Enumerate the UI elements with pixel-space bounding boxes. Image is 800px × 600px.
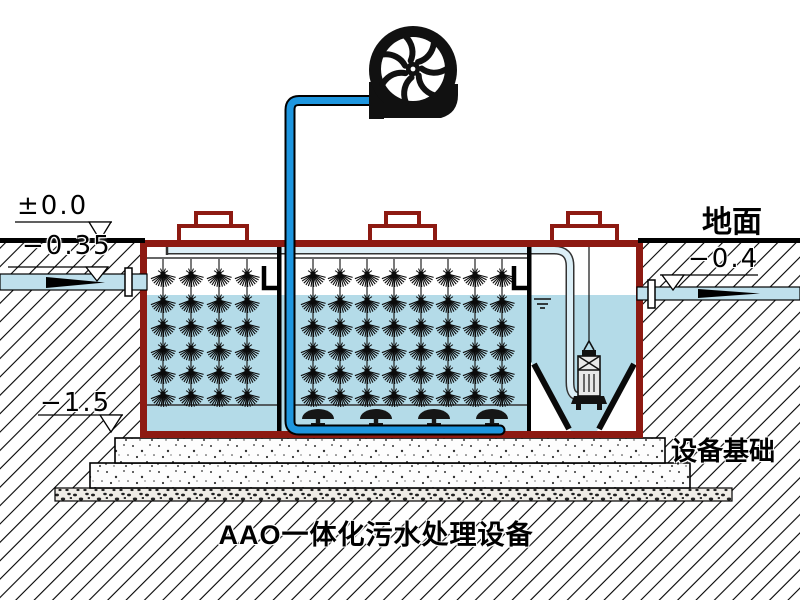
- clarifier-hopper: [531, 362, 637, 431]
- elevation-marker-icon: [15, 221, 113, 242]
- foundation-label: 设备基础: [671, 436, 776, 466]
- fan-wheel: [379, 32, 451, 106]
- partition-walls: [261, 244, 532, 431]
- ground-line: [0, 238, 800, 243]
- elevation-marker-icon: [38, 414, 124, 434]
- elevation-markers: [8, 221, 758, 434]
- biofilm-media-icon: [147, 257, 527, 408]
- elevation-bottom-label: −1.5: [40, 388, 112, 418]
- elevation-inlet-label: −0.35: [22, 231, 112, 261]
- air-pipe: [284, 95, 506, 436]
- elevation-outlet-label: −0.4: [688, 244, 760, 274]
- ground-label: 地面: [702, 206, 762, 239]
- page-title: AAO一体化污水处理设备: [218, 520, 534, 550]
- manhole-2: [368, 211, 437, 244]
- inlet-flange: [124, 267, 133, 297]
- manhole-1: [177, 211, 249, 244]
- outlet-pipe: [636, 279, 800, 309]
- inlet-pipe: [0, 267, 148, 297]
- submersible-pump-icon: [571, 246, 607, 410]
- weir-bracket-1: [261, 266, 277, 291]
- water-level-icon: [534, 298, 551, 309]
- elevation-ground-label: ±0.0: [17, 191, 89, 221]
- equipment-foundation: [54, 437, 733, 502]
- elevation-marker-icon: [660, 274, 758, 292]
- elevation-marker-icon: [8, 266, 110, 283]
- manhole-covers: [177, 211, 619, 244]
- air-diffuser-icon: [302, 409, 508, 426]
- weir-bracket-2: [511, 266, 527, 291]
- outlet-flange: [647, 279, 656, 309]
- manhole-3: [550, 211, 619, 244]
- flow-arrow-icon: [698, 289, 760, 298]
- centrifugal-blower-icon: [369, 26, 458, 119]
- flow-arrow-icon: [46, 277, 105, 288]
- water: [147, 295, 636, 431]
